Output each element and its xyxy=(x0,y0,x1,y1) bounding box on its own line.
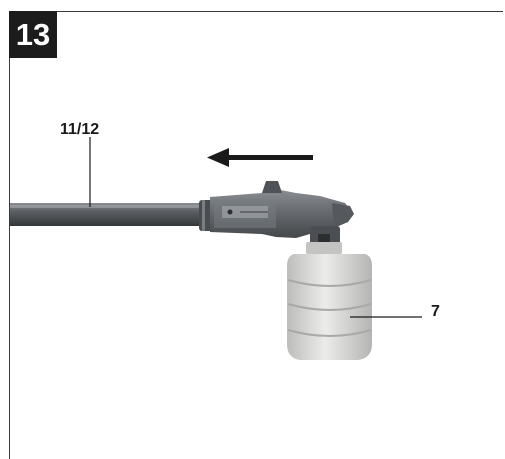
nozzle-body xyxy=(210,181,354,246)
detergent-bottle xyxy=(287,242,372,360)
top-border-line xyxy=(57,11,503,12)
figure-number-badge: 13 xyxy=(9,11,57,58)
callout-label-bottle: 7 xyxy=(431,303,440,320)
callout-label-wand: 11/12 xyxy=(60,121,100,138)
direction-arrow-icon xyxy=(207,148,313,167)
coupling-ring xyxy=(199,200,213,231)
left-border-line xyxy=(9,58,10,459)
wand-tube xyxy=(10,203,204,226)
